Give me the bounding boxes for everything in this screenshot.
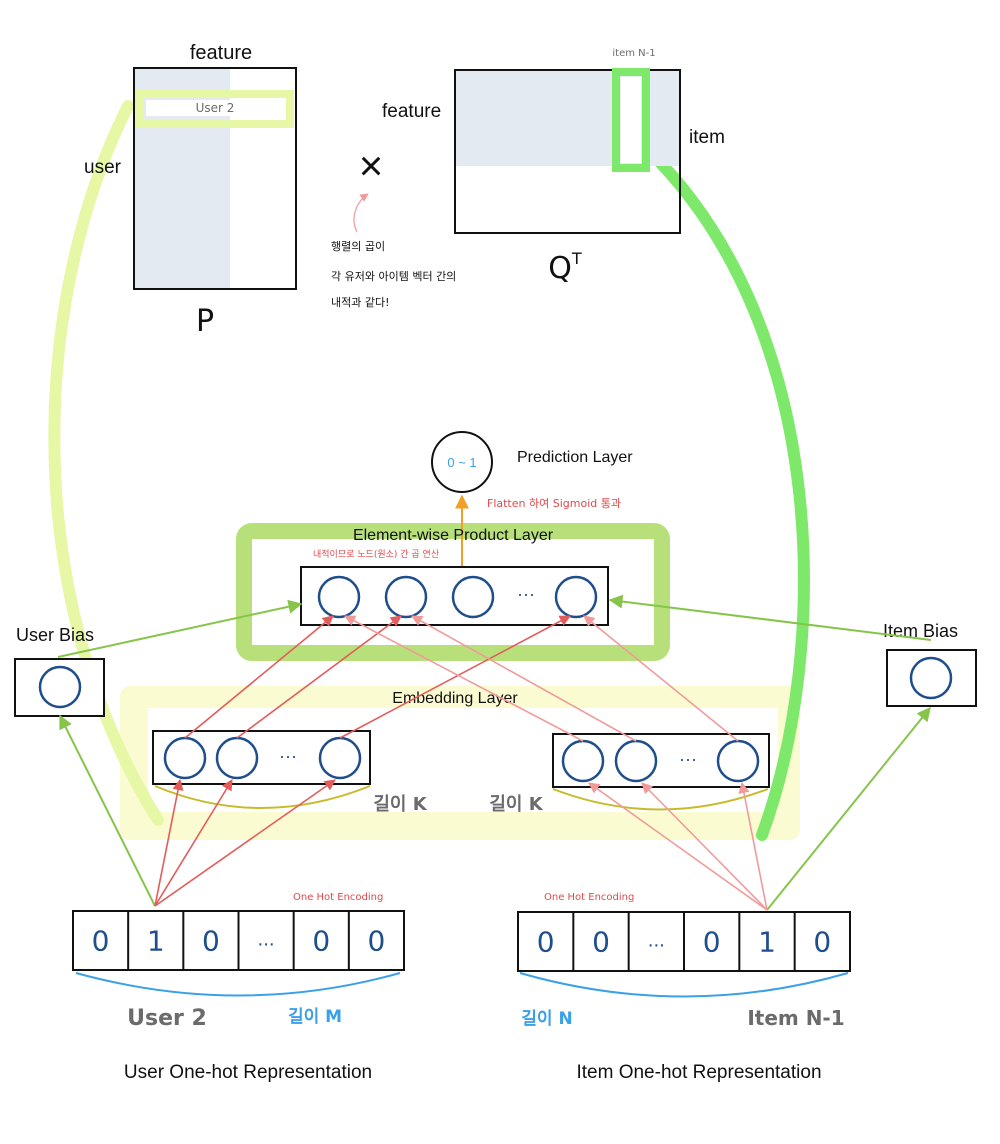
item-embedding-to-product-arrow — [583, 615, 739, 742]
prediction-node-text: 0 ~ 1 — [447, 455, 476, 470]
product-node — [384, 575, 428, 619]
product-ellipsis: ··· — [517, 584, 535, 604]
user-encoding-note: One Hot Encoding — [293, 892, 383, 903]
user-onehot-to-embedding-arrow — [154, 779, 336, 907]
item-embedding-ellipsis: ··· — [679, 749, 697, 769]
user-onehot-to-embedding-arrow — [154, 778, 184, 907]
user-embedding-ellipsis: ··· — [279, 746, 297, 766]
matrix-q-frame — [454, 69, 681, 234]
product-node — [317, 575, 361, 619]
user-onehot-cell-value: 0 — [312, 925, 330, 958]
user-length-label: 길이 M — [288, 1007, 342, 1027]
item-onehot-to-bias-arrow — [766, 706, 931, 911]
item-encoding-note: One Hot Encoding — [544, 892, 634, 903]
item-onehot-cell-value: 0 — [703, 926, 721, 959]
product-layer-note: 내적이므로 노드(원소) 간 곱 연산 — [313, 548, 439, 560]
item-onehot-caption: Item One-hot Representation — [576, 1062, 821, 1083]
item-embedding-to-product-arrow — [344, 615, 584, 742]
item-onehot-to-embedding-arrow — [641, 782, 768, 911]
matrix-p-name: P — [196, 304, 214, 339]
item-embedding-length: 길이 K — [489, 793, 543, 815]
user-embedding-to-product-arrow — [236, 615, 402, 739]
user-onehot-vector: 0 1 0 ··· 0 0 — [72, 910, 405, 971]
user-id-label: User 2 — [127, 1006, 207, 1031]
matrix-p: User 2 feature user P — [84, 42, 297, 339]
user-onehot-cell-value: 0 — [92, 925, 110, 958]
item-onehot-vector: 0 0 ··· 0 1 0 — [517, 911, 851, 972]
matrix-note-line-2: 각 유저와 아이템 벡터 간의 — [331, 270, 456, 283]
user-bias-arrow — [57, 599, 303, 658]
user-embedding-to-product-arrow — [184, 615, 334, 739]
user-onehot-cell-value: ··· — [257, 935, 274, 956]
item-onehot-cell-value: 1 — [758, 926, 776, 959]
user-onehot-cell-value: 0 — [368, 925, 386, 958]
embedding-layer-label: Embedding Layer — [392, 690, 518, 707]
user-embedding-length: 길이 K — [373, 793, 427, 815]
product-layer-label: Element-wise Product Layer — [353, 527, 554, 544]
note-pointer-arrow — [353, 193, 369, 233]
user-onehot-brace — [75, 972, 401, 997]
item-onehot-cell-value: 0 — [592, 926, 610, 959]
user-onehot-to-bias-arrow — [59, 714, 156, 907]
item-length-label: 길이 N — [521, 1009, 572, 1029]
matrix-p-title: feature — [190, 42, 252, 64]
item-bias-arrow — [608, 594, 932, 641]
prediction-layer-label: Prediction Layer — [517, 449, 633, 466]
item-id-label: Item N-1 — [747, 1006, 844, 1030]
matrix-q-item-label: item N-1 — [612, 48, 655, 59]
item-bias-box — [886, 649, 977, 707]
matrix-q-name: QT — [548, 249, 582, 286]
user-onehot-caption: User One-hot Representation — [124, 1062, 372, 1083]
item-embedding-to-product-arrow — [411, 615, 637, 742]
item-onehot-cell-value: ··· — [648, 936, 665, 957]
item-onehot-cell-value: 0 — [813, 926, 831, 959]
product-node — [451, 575, 495, 619]
item-vector-curve — [644, 146, 810, 841]
matrix-note-line-3: 내적과 같다! — [331, 296, 390, 309]
matrix-p-user-row-highlight — [136, 90, 294, 128]
product-node — [554, 575, 598, 619]
item-onehot-to-embedding-arrow — [588, 782, 768, 911]
item-embedding-brace — [552, 788, 769, 811]
multiply-sign: × — [359, 142, 384, 189]
item-bias-node — [909, 656, 953, 700]
user-bias-node — [38, 665, 82, 709]
user-embedding-to-product-arrow — [339, 615, 571, 739]
matrix-p-frame — [133, 67, 297, 290]
matrix-q-item-col — [621, 77, 641, 163]
matrix-note-line-1: 행렬의 곱이 — [331, 240, 385, 253]
matrix-q-superscript: T — [571, 249, 582, 268]
item-onehot-brace — [519, 972, 849, 998]
matrix-q-feature-label: feature — [382, 101, 441, 122]
item-onehot-to-embedding-arrow — [738, 781, 768, 911]
matrix-q-item-col-highlight — [612, 68, 650, 172]
matrix-q-item-axis-label: item — [689, 127, 725, 148]
user-embedding-brace — [154, 785, 371, 809]
matrix-q-letter: Q — [548, 251, 572, 286]
product-layer-box — [236, 523, 670, 661]
user-onehot-to-embedding-arrow — [154, 779, 233, 907]
matrix-p-user-row — [146, 100, 284, 116]
matrix-p-row-label: User 2 — [196, 101, 235, 115]
prediction-node — [431, 431, 493, 493]
matrix-q: item N-1 feature item QT — [382, 48, 725, 286]
user-onehot-cell-value: 1 — [147, 925, 165, 958]
item-onehot-cell-value: 0 — [537, 926, 555, 959]
user-onehot-cell-value: 0 — [202, 925, 220, 958]
matrix-p-user-label: user — [84, 157, 122, 178]
user-bias-label: User Bias — [16, 625, 94, 645]
user-vector-curve — [48, 100, 164, 826]
flatten-note: Flatten 하여 Sigmoid 통과 — [487, 496, 621, 510]
